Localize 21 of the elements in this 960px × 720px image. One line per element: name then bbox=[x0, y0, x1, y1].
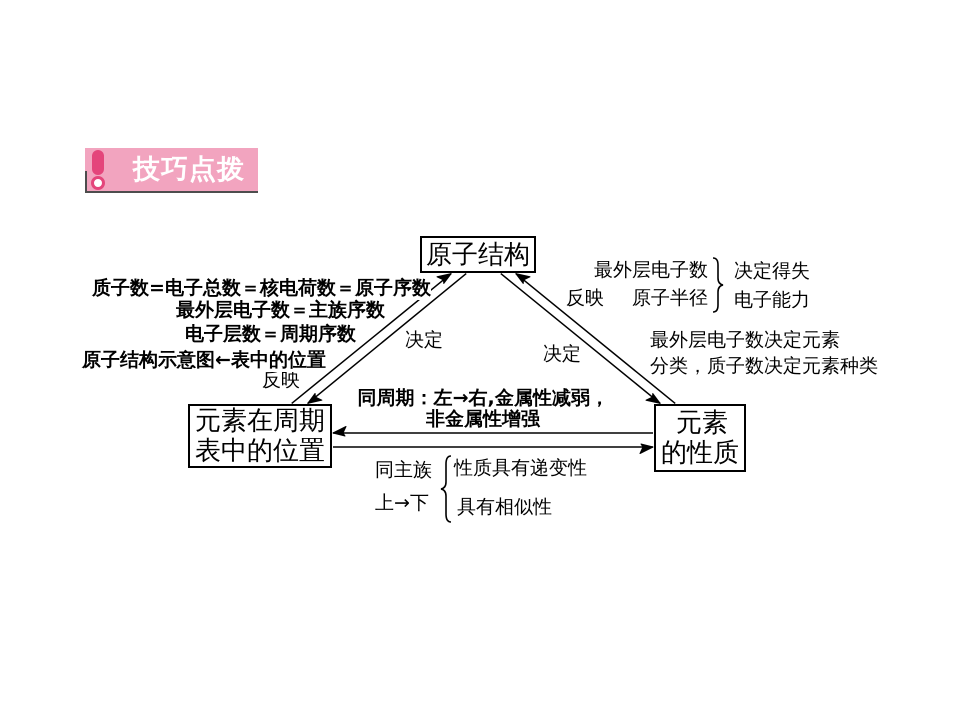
note-text: 具有相似性 bbox=[457, 497, 552, 519]
edge-label: 决定 bbox=[543, 344, 581, 366]
note-text: 最外层电子数 bbox=[594, 260, 708, 282]
arrow bbox=[307, 273, 467, 404]
concept-box bbox=[654, 404, 746, 472]
title-text: 技巧点拨 bbox=[133, 156, 245, 183]
edge-label: 决定 bbox=[405, 330, 443, 352]
node-label: 元素在周期表中的位置 bbox=[194, 406, 326, 466]
note-text: 原子结构示意图←表中的位置 bbox=[82, 350, 326, 372]
note-text: 电子层数＝周期序数 bbox=[185, 324, 356, 346]
node-label: 原子结构 bbox=[425, 240, 531, 270]
node-label: 元素的性质 bbox=[660, 408, 740, 468]
note-text: 最外层电子数＝主族序数 bbox=[176, 300, 385, 322]
arrow bbox=[291, 273, 452, 404]
arrow bbox=[515, 273, 676, 404]
arrow bbox=[332, 426, 653, 436]
concept-box bbox=[420, 236, 536, 273]
arrow bbox=[333, 444, 654, 454]
note-text: 质子数=电子总数＝核电荷数＝原子序数 bbox=[92, 278, 431, 300]
arrow bbox=[500, 273, 661, 404]
note-text: 性质具有递变性 bbox=[454, 458, 587, 480]
